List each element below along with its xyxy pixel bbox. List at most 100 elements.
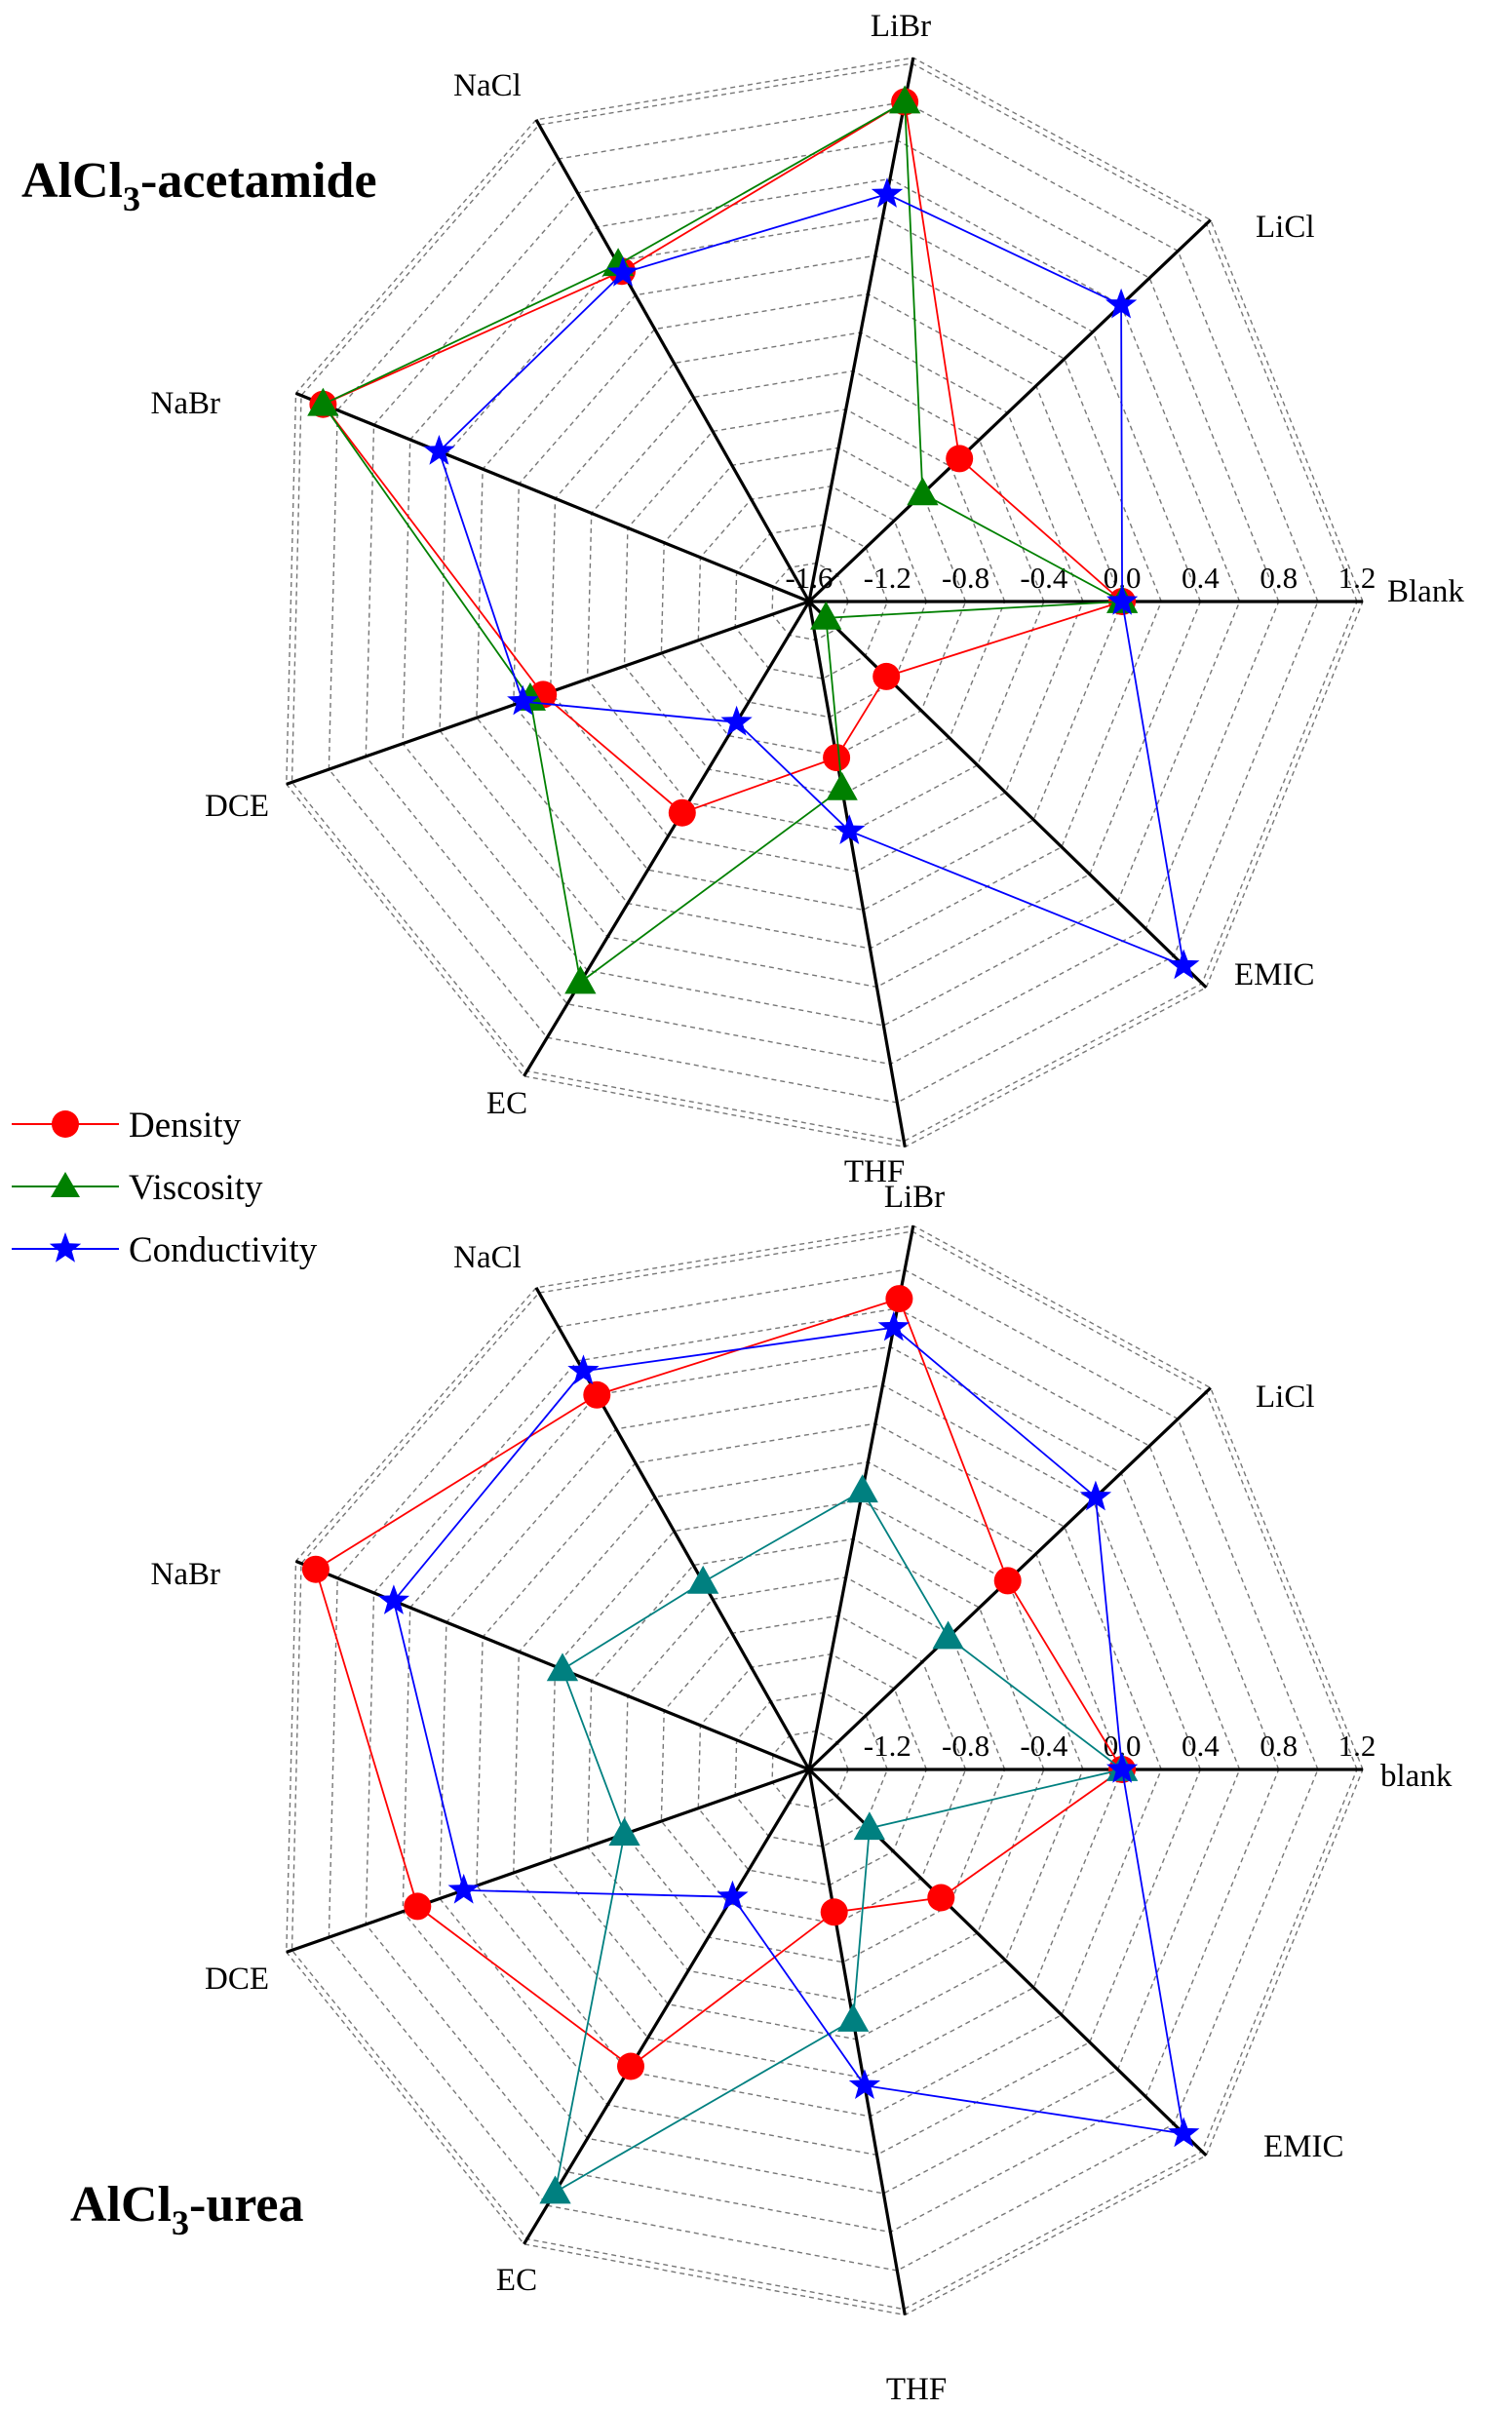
tick-label: 1.2: [1338, 561, 1376, 595]
data-point-conductivity-libr: [877, 1310, 910, 1341]
legend-label-viscosity: Viscosity: [129, 1168, 263, 1208]
series-viscosity: [539, 1474, 1139, 2204]
series-conductivity: [377, 1310, 1200, 2148]
data-point-density-nabr: [301, 1555, 330, 1583]
data-point-conductivity-blank: [1106, 585, 1139, 615]
grid-ring: [365, 1307, 1280, 2234]
series-line-density: [321, 100, 1124, 814]
data-point-viscosity-thf: [837, 2003, 870, 2032]
axis-spoke-dce: [286, 1768, 810, 1954]
series-density: [309, 88, 1137, 827]
grid-ring: [734, 524, 889, 680]
grid-ring: [586, 1537, 1045, 2002]
legend-marker-density: [52, 1110, 79, 1138]
axis-label-ec: EC: [496, 2263, 537, 2298]
data-point-viscosity-emic: [853, 1811, 885, 1841]
data-point-viscosity-libr: [846, 1474, 878, 1503]
legend-item-conductivity: Conductivity: [12, 1230, 318, 1270]
axis-label-licl: LiCl: [1256, 210, 1315, 245]
radar-grid: [286, 1224, 1364, 2316]
axis-spoke-nacl: [534, 119, 811, 602]
axis-label-nacl: NaCl: [453, 1240, 522, 1275]
data-point-density-licl: [993, 1567, 1022, 1595]
data-point-viscosity-nacl: [687, 1565, 719, 1594]
data-point-conductivity-nabr: [377, 1584, 410, 1614]
axis-label-dce: DCE: [205, 1962, 269, 1997]
grid-outer-ring: [286, 1224, 1364, 2316]
data-point-density-emic: [927, 1884, 955, 1912]
series-density: [301, 1285, 1137, 2080]
data-point-viscosity-licl: [907, 477, 939, 506]
tick-label: -0.4: [1020, 561, 1068, 595]
grid-ring: [439, 1384, 1202, 2157]
data-point-density-thf: [820, 1898, 848, 1926]
data-point-density-libr: [885, 1285, 913, 1313]
grid-ring: [476, 1422, 1163, 2118]
data-point-density-dce: [404, 1892, 432, 1921]
grid-ring: [623, 1576, 1006, 1963]
data-point-conductivity-nacl: [567, 1354, 600, 1385]
axis-spoke-emic: [807, 600, 1208, 990]
data-point-viscosity-dce: [608, 1817, 640, 1846]
axis-label-thf: THF: [886, 2372, 947, 2407]
data-point-conductivity-nacl: [606, 256, 640, 287]
data-point-conductivity-libr: [871, 177, 904, 208]
tick-label: -1.2: [864, 1729, 911, 1763]
data-point-conductivity-dce: [507, 684, 539, 716]
data-point-conductivity-emic: [1168, 949, 1200, 980]
radar-grid: [286, 57, 1364, 1148]
axis-spoke-nabr: [294, 391, 810, 603]
tick-label: -1.2: [864, 561, 911, 595]
axis-spoke-ec: [523, 1769, 811, 2245]
data-point-conductivity-blank: [1106, 1753, 1139, 1783]
axis-label-emic: EMIC: [1234, 957, 1315, 992]
grid-ring: [402, 1345, 1241, 2195]
grid-ring: [291, 62, 1358, 1143]
grid-ring: [734, 1691, 889, 1847]
data-point-conductivity-dce: [447, 1873, 480, 1904]
data-point-viscosity-emic: [810, 601, 842, 630]
axis-spoke-thf: [807, 1769, 907, 2315]
grid-ring: [328, 1268, 1319, 2272]
chart-legend: Density Viscosity Conductivity: [12, 1106, 318, 1270]
grid-ring: [365, 139, 1280, 1066]
panel-title-urea: AlCl3-urea: [70, 2177, 303, 2242]
axis-label-thf: THF: [844, 1154, 905, 1189]
grid-ring: [697, 485, 928, 719]
axis-spoke-libr: [807, 57, 915, 602]
grid-outer-ring: [286, 57, 1364, 1148]
data-point-conductivity-nabr: [423, 435, 455, 465]
axis-label-nabr: NaBr: [151, 386, 220, 421]
data-point-conductivity-ec: [717, 1880, 749, 1911]
grid-ring: [549, 1499, 1084, 2041]
legend-item-viscosity: Viscosity: [12, 1168, 263, 1208]
grid-ring: [476, 254, 1163, 950]
axis-label-libr: LiBr: [871, 9, 931, 44]
data-point-conductivity-thf: [834, 814, 866, 844]
tick-label: -0.8: [942, 561, 989, 595]
tick-label: 0.8: [1260, 1729, 1298, 1763]
series-line-conductivity: [438, 193, 1185, 967]
axis-spoke-thf: [807, 601, 907, 1147]
legend-marker-viscosity: [51, 1172, 80, 1197]
data-point-viscosity-nabr: [546, 1652, 579, 1682]
tick-label: -0.8: [942, 1729, 989, 1763]
tick-label: 0.4: [1182, 1729, 1220, 1763]
data-point-density-nacl: [583, 1380, 611, 1409]
axis-spoke-ec: [523, 601, 811, 1077]
data-point-viscosity-thf: [826, 771, 858, 800]
series-line-density: [314, 1297, 1124, 2068]
data-point-density-ec: [668, 798, 696, 827]
data-point-viscosity-ec: [539, 2175, 571, 2204]
radar-panel-urea: blankLiClLiBrNaClNaBrDCEECTHFEMIC-1.2-0.…: [151, 1180, 1453, 2407]
axis-label-blank: Blank: [1387, 574, 1464, 609]
axis-label-emic: EMIC: [1263, 2129, 1344, 2164]
data-point-density-emic: [872, 662, 901, 690]
grid-ring: [660, 1614, 967, 1924]
series-line-viscosity: [554, 1489, 1125, 2195]
grid-ring: [439, 216, 1202, 989]
data-point-viscosity-licl: [932, 1620, 964, 1650]
axis-label-dce: DCE: [205, 789, 269, 824]
